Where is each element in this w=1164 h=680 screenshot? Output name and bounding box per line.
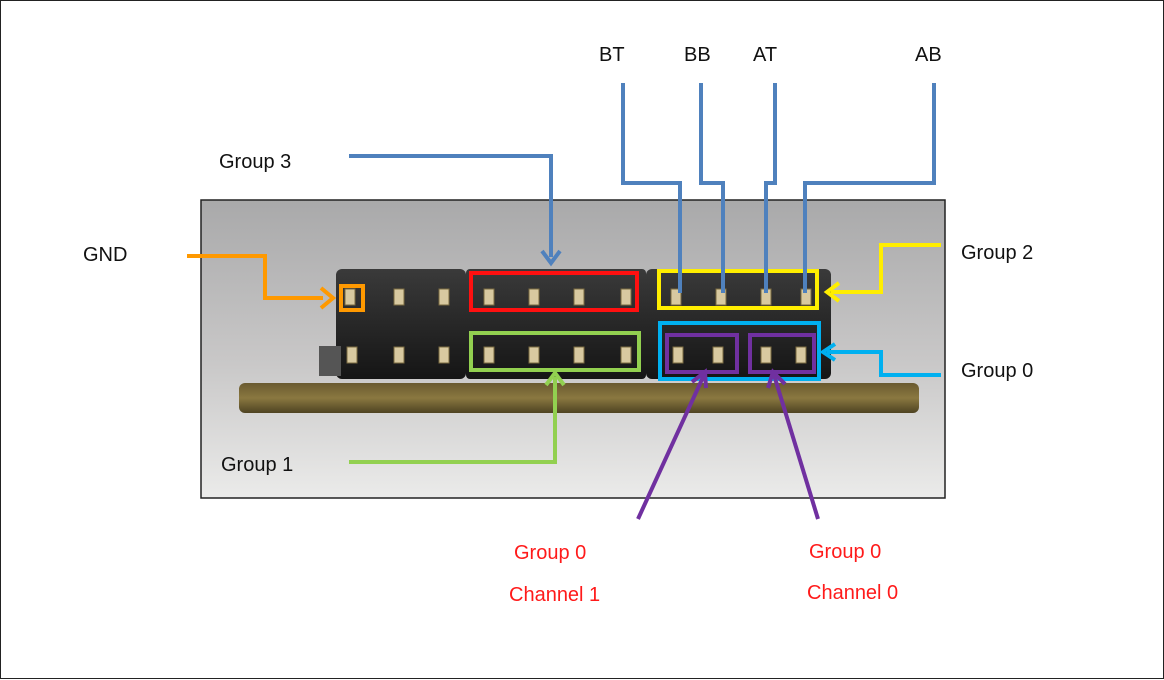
at-label: AT <box>753 44 777 66</box>
channel-leaders <box>636 368 820 520</box>
connector-photo <box>200 199 946 499</box>
group1-leader <box>349 369 566 464</box>
signal-leads <box>621 83 936 293</box>
pcb-board <box>239 383 919 413</box>
channel0-label-line1: Group 0 <box>809 541 881 563</box>
channel1-label-line1: Group 0 <box>514 542 586 564</box>
ab-label: AB <box>915 44 942 66</box>
bt-label: BT <box>599 44 625 66</box>
group0-box <box>658 321 821 381</box>
group3-leader <box>349 154 562 267</box>
channel0-label-line2: Channel 0 <box>807 582 898 604</box>
group2-box <box>657 269 819 310</box>
channel1-label-line2: Channel 1 <box>509 584 600 606</box>
group1-label: Group 1 <box>221 454 293 476</box>
group3-label: Group 3 <box>219 151 291 173</box>
group0-leader <box>819 342 941 377</box>
pins-top-row <box>344 288 812 306</box>
gnd-leader <box>187 254 337 310</box>
group2-leader <box>823 243 941 303</box>
gnd-pin-box <box>339 284 365 312</box>
group3-box <box>469 271 639 312</box>
group0-label: Group 0 <box>961 360 1033 382</box>
gnd-label: GND <box>83 244 127 266</box>
bb-label: BB <box>684 44 711 66</box>
pins-bottom-row <box>346 346 807 364</box>
group2-label: Group 2 <box>961 242 1033 264</box>
group0-channel0-box <box>748 333 816 374</box>
